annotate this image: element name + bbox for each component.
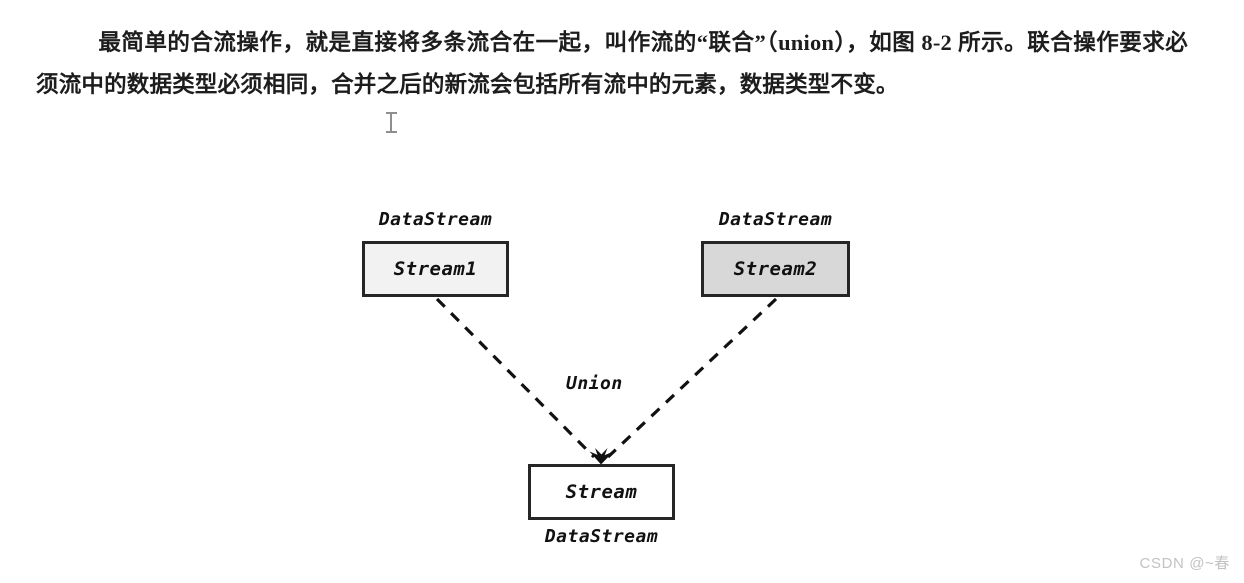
edge-stream2-to-stream: [606, 297, 778, 459]
type-label-stream2: DataStream: [718, 209, 833, 230]
paragraph-text-part-2: ），如图: [834, 30, 922, 55]
csdn-watermark: CSDN @~春: [1139, 555, 1230, 572]
arrowhead-right: [599, 451, 614, 465]
ibeam-stem: [390, 114, 392, 131]
edge-stream1-to-stream: [435, 297, 596, 459]
node-box-stream1[interactable]: Stream1: [362, 241, 509, 297]
node-label-stream2: Stream2: [733, 258, 818, 280]
text-ibeam-cursor: [386, 112, 397, 133]
paragraph-text-part-3: 所示。联合操作要求必须流中的数据类型必须相同，合并之后的新流会包括所有流中的元素…: [36, 30, 1188, 97]
type-label-stream: DataStream: [544, 526, 659, 547]
paragraph-text-union-term: union: [778, 30, 835, 55]
node-label-stream1: Stream1: [393, 258, 478, 280]
ibeam-top-serif: [386, 112, 397, 114]
node-label-stream: Stream: [565, 481, 638, 503]
node-box-stream2[interactable]: Stream2: [701, 241, 850, 297]
paragraph-text-part-1: 最简单的合流操作，就是直接将多条流合在一起，叫作流的“联合”（: [98, 30, 779, 55]
edge-label-union: Union: [566, 373, 623, 394]
paragraph-figure-number: 8-2: [921, 30, 952, 55]
figure-union-diagram: DataStream Stream1 DataStream Stream2 Un…: [0, 185, 1244, 565]
ibeam-bottom-serif: [386, 131, 397, 133]
body-paragraph: 最简单的合流操作，就是直接将多条流合在一起，叫作流的“联合”（union），如图…: [36, 22, 1188, 106]
diagram-connectors-layer: [435, 297, 778, 465]
arrowhead-right-inner: [599, 448, 608, 465]
node-box-stream[interactable]: Stream: [528, 464, 675, 520]
type-label-stream1: DataStream: [378, 209, 493, 230]
